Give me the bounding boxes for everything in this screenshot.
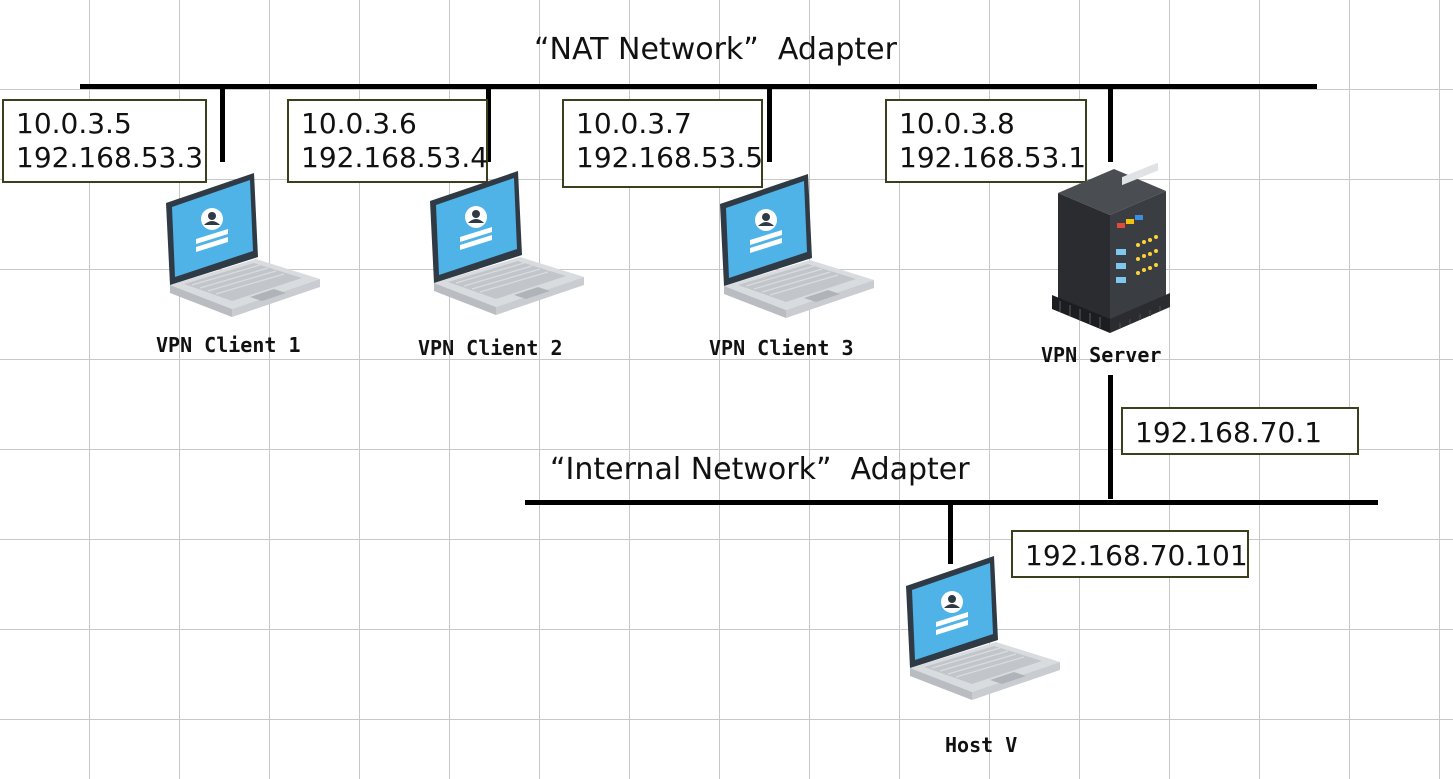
client2-nat-ip: 10.0.3.6 <box>301 107 417 140</box>
client1-connector <box>220 86 225 162</box>
hostv-ip: 192.168.70.101 <box>1025 539 1248 572</box>
hostv-ip-box: 192.168.70.101 <box>1011 530 1249 578</box>
hostv-label: Host V <box>945 733 1018 757</box>
laptop-icon <box>719 173 875 319</box>
hostv-connector <box>948 502 953 564</box>
server-label: VPN Server <box>1041 343 1162 367</box>
internal-adapter-title: “Internal Network” Adapter <box>550 452 970 487</box>
client1-tunnel-ip: 192.168.53.3 <box>16 141 204 174</box>
client1-nat-ip: 10.0.3.5 <box>16 107 132 140</box>
client3-connector <box>767 86 772 162</box>
client3-nat-ip: 10.0.3.7 <box>576 107 692 140</box>
client1-ip-box: 10.0.3.5 192.168.53.3 <box>2 99 207 183</box>
client2-ip-box: 10.0.3.6 192.168.53.4 <box>287 99 488 183</box>
client2-tunnel-ip: 192.168.53.4 <box>301 141 489 174</box>
laptop-icon <box>165 172 321 318</box>
laptop-icon <box>905 555 1061 701</box>
client1-label: VPN Client 1 <box>156 333 301 357</box>
server-internal-ip: 192.168.70.1 <box>1135 416 1323 449</box>
nat-adapter-title: “NAT Network” Adapter <box>534 32 897 67</box>
client3-label: VPN Client 3 <box>709 336 854 360</box>
server-ip-box: 10.0.3.8 192.168.53.1 <box>885 99 1087 183</box>
server-icon <box>1052 163 1170 333</box>
client2-label: VPN Client 2 <box>418 336 563 360</box>
nat-network-bus <box>80 84 1317 89</box>
server-internal-ip-box: 192.168.70.1 <box>1121 407 1359 455</box>
client3-ip-box: 10.0.3.7 192.168.53.5 <box>562 99 763 188</box>
server-internal-connector <box>1108 375 1113 499</box>
client2-connector <box>486 86 491 162</box>
server-nat-connector <box>1108 86 1113 162</box>
server-nat-ip: 10.0.3.8 <box>899 107 1015 140</box>
laptop-icon <box>429 170 585 316</box>
server-tunnel-ip: 192.168.53.1 <box>899 141 1087 174</box>
client3-tunnel-ip: 192.168.53.5 <box>576 141 764 174</box>
